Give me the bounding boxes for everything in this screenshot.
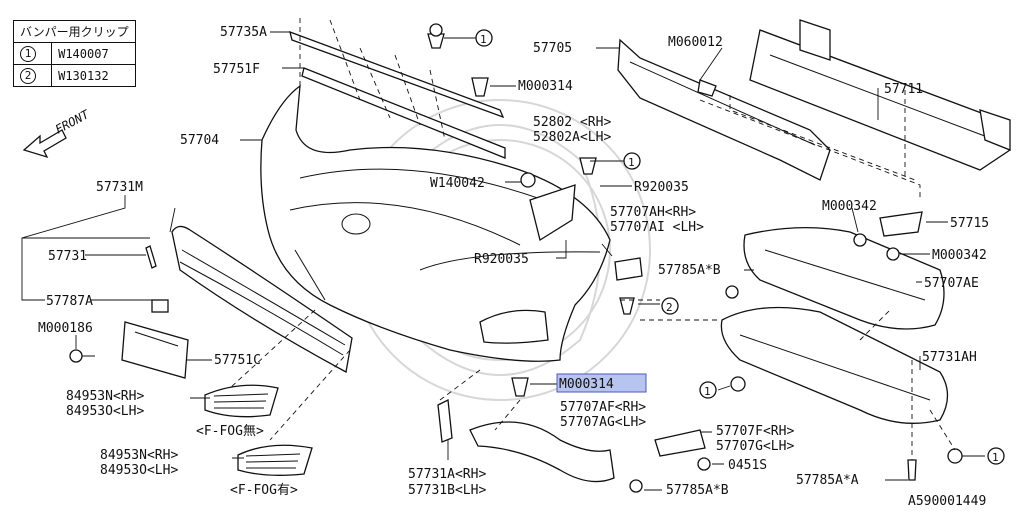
bolt-M000314-lower: [511, 377, 529, 397]
label-57707AE: 57707AE: [924, 276, 979, 291]
label-57785AA: 57785A*A: [796, 473, 859, 488]
clip-57731AH-b: [947, 448, 963, 464]
callout-1-top: 1: [475, 29, 493, 47]
label-M000314-top: M000314: [518, 79, 573, 94]
label-W140042: W140042: [430, 176, 485, 191]
label-0451S: 0451S: [728, 458, 767, 473]
label-84953O-a: 84953O<LH>: [66, 404, 144, 419]
front-arrow-icon: [22, 129, 67, 159]
clip-W140042: [520, 172, 536, 188]
label-R920035-a: R920035: [634, 180, 689, 195]
clip-57731AH-a: [730, 376, 746, 392]
label-R920035-b: R920035: [474, 252, 529, 267]
label-diagram-id: A590001449: [908, 494, 986, 509]
label-M000314-highlighted: M000314: [559, 377, 614, 392]
label-M000342-b: M000342: [932, 248, 987, 263]
label-57787A: 57787A: [46, 294, 93, 309]
svg-text:1: 1: [480, 33, 487, 46]
clip-W130132: [619, 297, 635, 315]
clip-table-header: バンパー用クリップ: [13, 20, 136, 43]
lower-grille-57731: [171, 225, 353, 374]
label-57707AI: 57707AI <LH>: [610, 220, 704, 235]
label-57731B: 57731B<LH>: [408, 483, 486, 498]
svg-text:1: 1: [628, 156, 635, 169]
label-57707G: 57707G<LH>: [716, 439, 794, 454]
label-57707AG: 57707AG<LH>: [560, 415, 646, 430]
label-57735A: 57735A: [220, 25, 267, 40]
callout-1-undercover-a: 1: [699, 381, 717, 399]
fog-cover-no-fog: [204, 384, 279, 418]
clip-top-W140007: [427, 23, 445, 49]
label-57731: 57731: [48, 249, 87, 264]
label-57731A: 57731A<RH>: [408, 467, 486, 482]
clip-52802-top: [579, 157, 597, 175]
bracket-52802: [529, 184, 576, 242]
callout-1-52802: 1: [623, 152, 641, 170]
highlight-M000314: [556, 373, 647, 393]
svg-text:1: 1: [992, 451, 999, 464]
bolt-57785AA: [907, 459, 917, 481]
bolt-M000314-top: [471, 77, 489, 97]
bolt-0451S: [697, 457, 711, 471]
label-57715: 57715: [950, 216, 989, 231]
label-57751C: 57751C: [214, 353, 261, 368]
label-84953N-b: 84953N<RH>: [100, 448, 178, 463]
clip-57731: [145, 245, 157, 269]
label-57707AF: 57707AF<RH>: [560, 400, 646, 415]
undercover-57731AH: [720, 306, 949, 424]
label-M000186: M000186: [38, 321, 93, 336]
label-57711: 57711: [884, 82, 923, 97]
callout-2-clip: 2: [661, 297, 679, 315]
reinforcement-57705: [617, 38, 831, 181]
label-57731AH: 57731AH: [922, 350, 977, 365]
bumper-face-57704: [260, 84, 611, 362]
license-bracket-57751C: [121, 321, 189, 379]
bracket-57715: [879, 211, 923, 237]
label-57704: 57704: [180, 133, 219, 148]
bolt-M000186: [69, 349, 95, 363]
bumper-bracket-57707AF: [469, 421, 615, 483]
label-57705: 57705: [533, 41, 572, 56]
label-57731M: 57731M: [96, 180, 143, 195]
label-M000342-a: M000342: [822, 199, 877, 214]
label-57707F: 57707F<RH>: [716, 424, 794, 439]
label-57707AH: 57707AH<RH>: [610, 205, 696, 220]
label-84953N-a: 84953N<RH>: [66, 389, 144, 404]
clip-key-2: 2: [12, 64, 53, 87]
label-fog-none: <F-FOG無>: [196, 424, 264, 439]
label-52802: 52802 <RH>: [533, 115, 611, 130]
clip-57707AH: [614, 257, 643, 281]
label-57785AB-b: 57785A*B: [666, 483, 729, 498]
label-57751F: 57751F: [213, 62, 260, 77]
bracket-57707F: [654, 429, 706, 457]
callout-1-undercover-b: 1: [987, 447, 1005, 465]
bolt-M000342-a: [853, 233, 867, 247]
bolt-M000342-b: [886, 247, 900, 261]
label-57785AB-a: 57785A*B: [658, 263, 721, 278]
label-52802A: 52802A<LH>: [533, 130, 611, 145]
clip-reference-table: バンパー用クリップ 1 W140007 2 W130132: [12, 20, 136, 87]
grille-strip-57735A: [289, 30, 505, 119]
label-84953O-b: 84953O<LH>: [100, 463, 178, 478]
label-M060012: M060012: [668, 35, 723, 50]
fog-cover-with-fog: [237, 444, 313, 476]
side-bracket-57731A: [437, 398, 453, 443]
svg-text:1: 1: [704, 385, 711, 398]
front-label: FRONT: [53, 107, 92, 137]
bolt-57785AB-a: [725, 285, 739, 299]
grille-strip-57751F: [301, 67, 506, 159]
clip-code-2: W130132: [51, 64, 136, 87]
svg-text:2: 2: [666, 301, 673, 314]
frame-57711: [749, 19, 1011, 171]
label-fog-with: <F-FOG有>: [230, 483, 298, 498]
clip-57787A: [151, 299, 169, 313]
bolt-57785AB-b: [629, 479, 643, 493]
bolt-M060012: [697, 79, 717, 97]
